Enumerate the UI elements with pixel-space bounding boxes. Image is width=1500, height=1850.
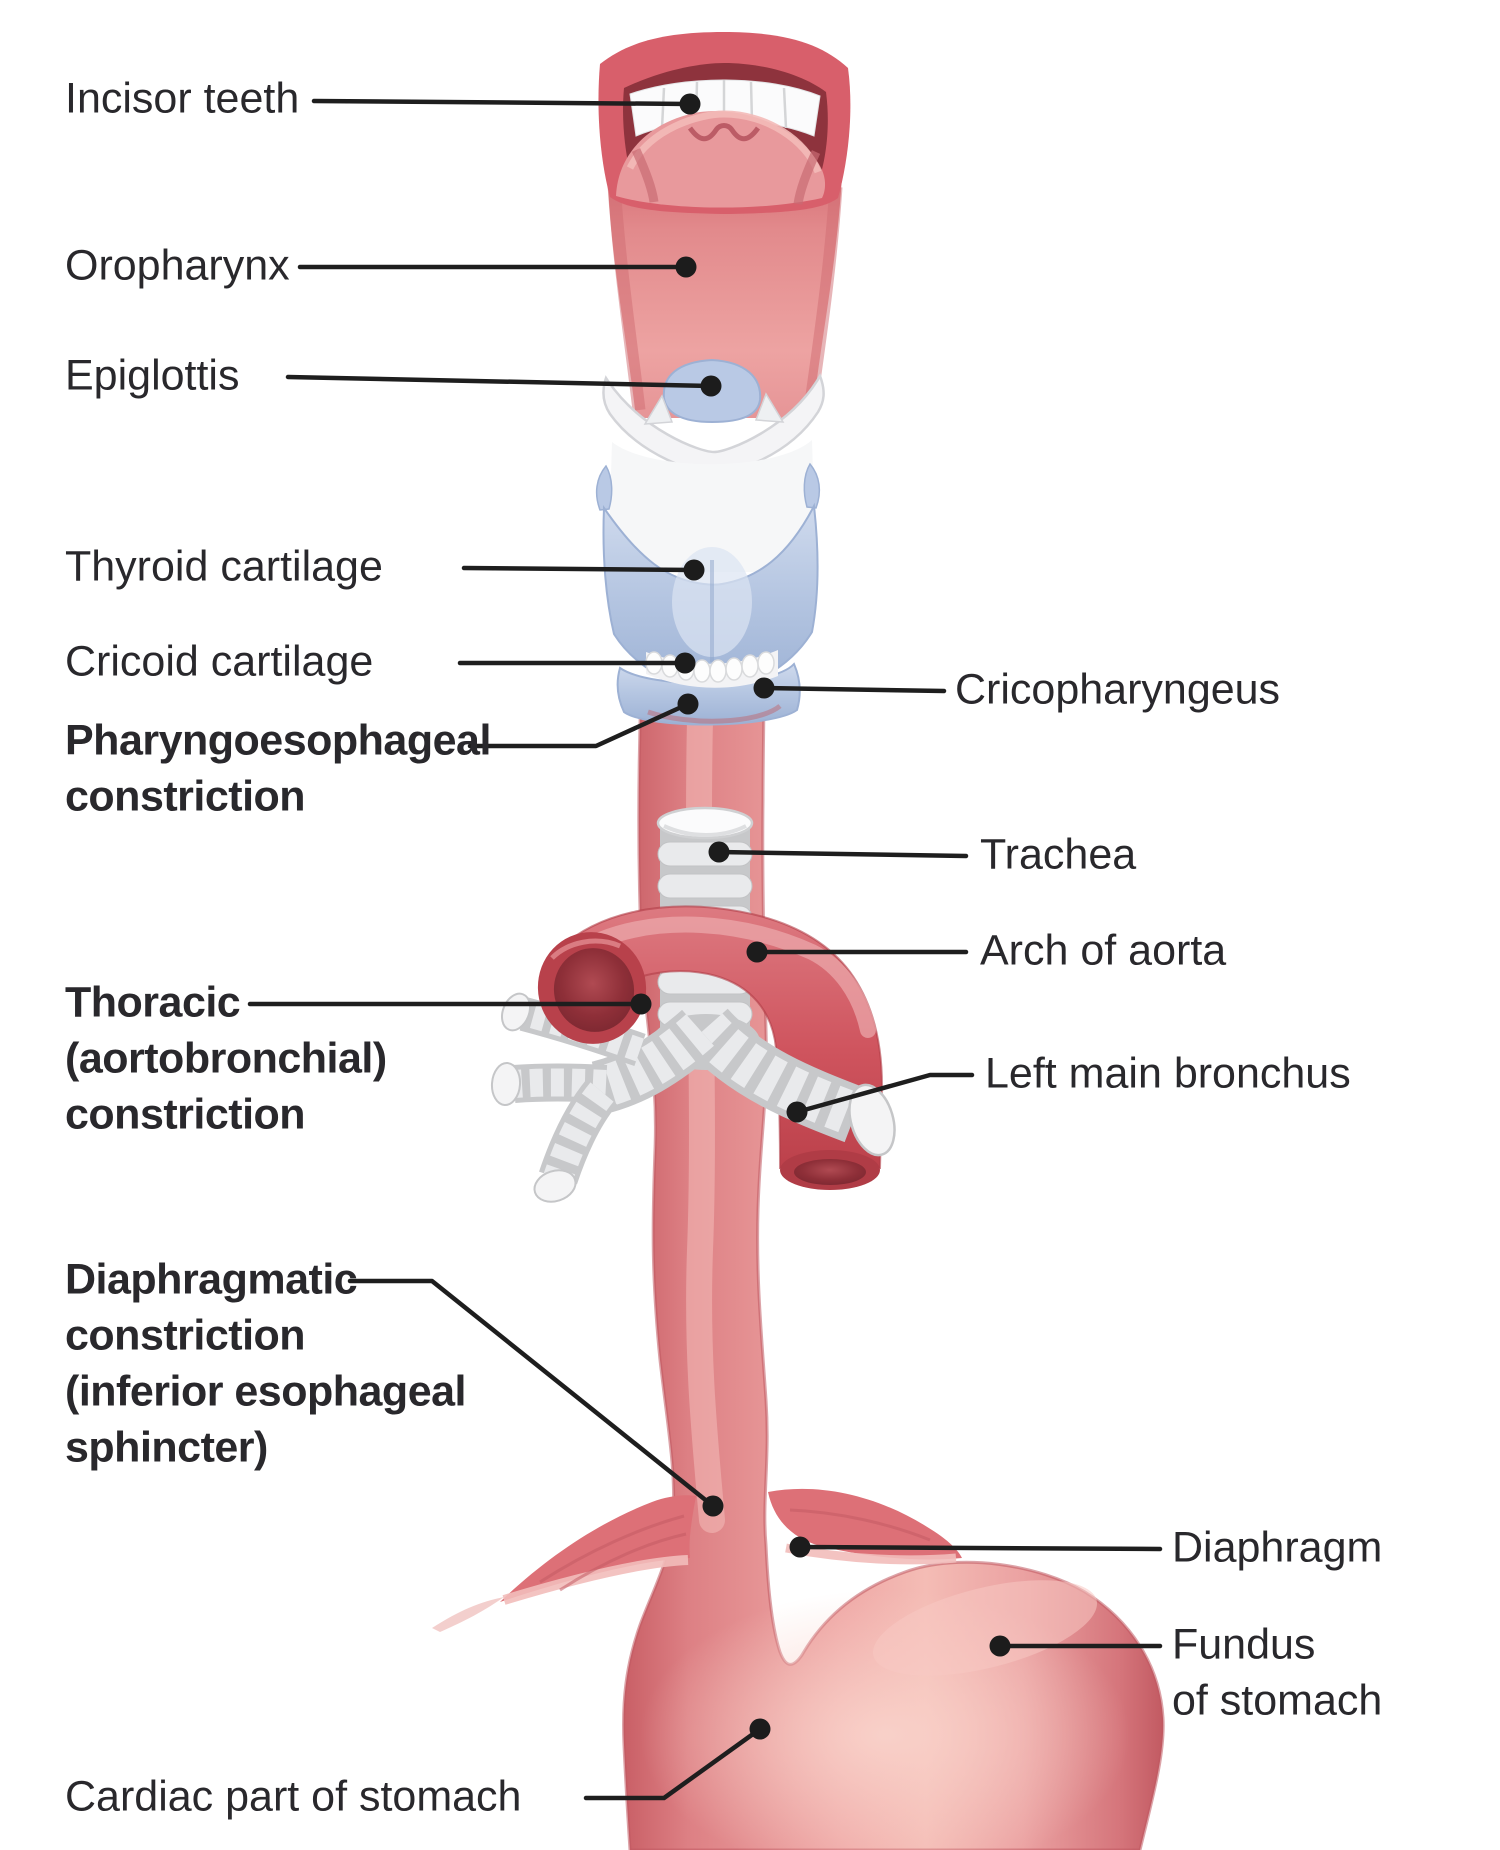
label-line: Fundus [1172,1620,1316,1669]
label-line: Diaphragmatic [65,1255,358,1304]
right-main-bronchus-shape [591,1009,718,1115]
label-cricopharyngeus: Cricopharyngeus [955,665,1281,714]
leader-oropharynx [297,256,697,278]
leader-pharyngoesophageal-constriction [467,693,699,749]
label-line: constriction [65,772,306,821]
leader-cricoid-cartilage [457,652,696,674]
label-epiglottis: Epiglottis [65,351,240,400]
label-line: of stomach [1172,1676,1383,1725]
leader-left-main-bronchus [786,1072,975,1123]
label-line: constriction [65,1090,306,1139]
left-bronchus-cut-end [848,1083,896,1157]
leader-thyroid-cartilage [461,559,705,581]
hyoid-bone-shape [602,373,825,476]
leader-diaphragmatic-constriction [347,1278,724,1517]
leader-fundus-of-stomach [989,1635,1163,1657]
vocal-fold-ridges [645,650,778,688]
leader-lines [247,93,1163,1801]
aorta-opening [537,932,647,1044]
fundus-sheen [872,1580,1098,1676]
label-left-main-bronchus: Left main bronchus [985,1049,1351,1098]
label-cardiac-part-of-stomach: Cardiac part of stomach [65,1772,522,1821]
leader-incisor-teeth [311,93,701,115]
label-cricoid-cartilage: Cricoid cartilage [65,637,374,686]
tongue-shape [616,111,826,208]
label-line: sphincter) [65,1423,268,1472]
label-trachea: Trachea [980,830,1137,879]
leader-thoracic-constriction [247,993,652,1015]
label-line: Pharyngoesophageal [65,716,491,765]
label-line: constriction [65,1311,306,1360]
label-line: Thoracic [65,978,241,1027]
leader-diaphragm [789,1536,1163,1558]
leader-cricopharyngeus [753,677,947,699]
mouth [598,32,851,214]
leader-arch-of-aorta [746,941,969,963]
label-thyroid-cartilage: Thyroid cartilage [65,542,383,591]
leader-cardiac-part-of-stomach [583,1718,771,1801]
diaphragm-shape [432,1488,962,1632]
label-line: (aortobronchial) [65,1034,387,1083]
thyrohyoid-membrane [608,440,816,572]
label-diaphragm: Diaphragm [1172,1523,1383,1572]
diaphragm-right-wing [768,1488,962,1560]
label-incisor-teeth: Incisor teeth [65,74,300,123]
label-line: (inferior esophageal [65,1367,466,1416]
label-arch-of-aorta: Arch of aorta [980,926,1227,975]
tongue-rim [626,110,822,174]
tongue-crown-shadow [687,123,761,142]
leader-epiglottis [285,374,722,397]
label-oropharynx: Oropharynx [65,241,290,290]
leader-trachea [708,841,969,863]
larynx [595,358,825,726]
